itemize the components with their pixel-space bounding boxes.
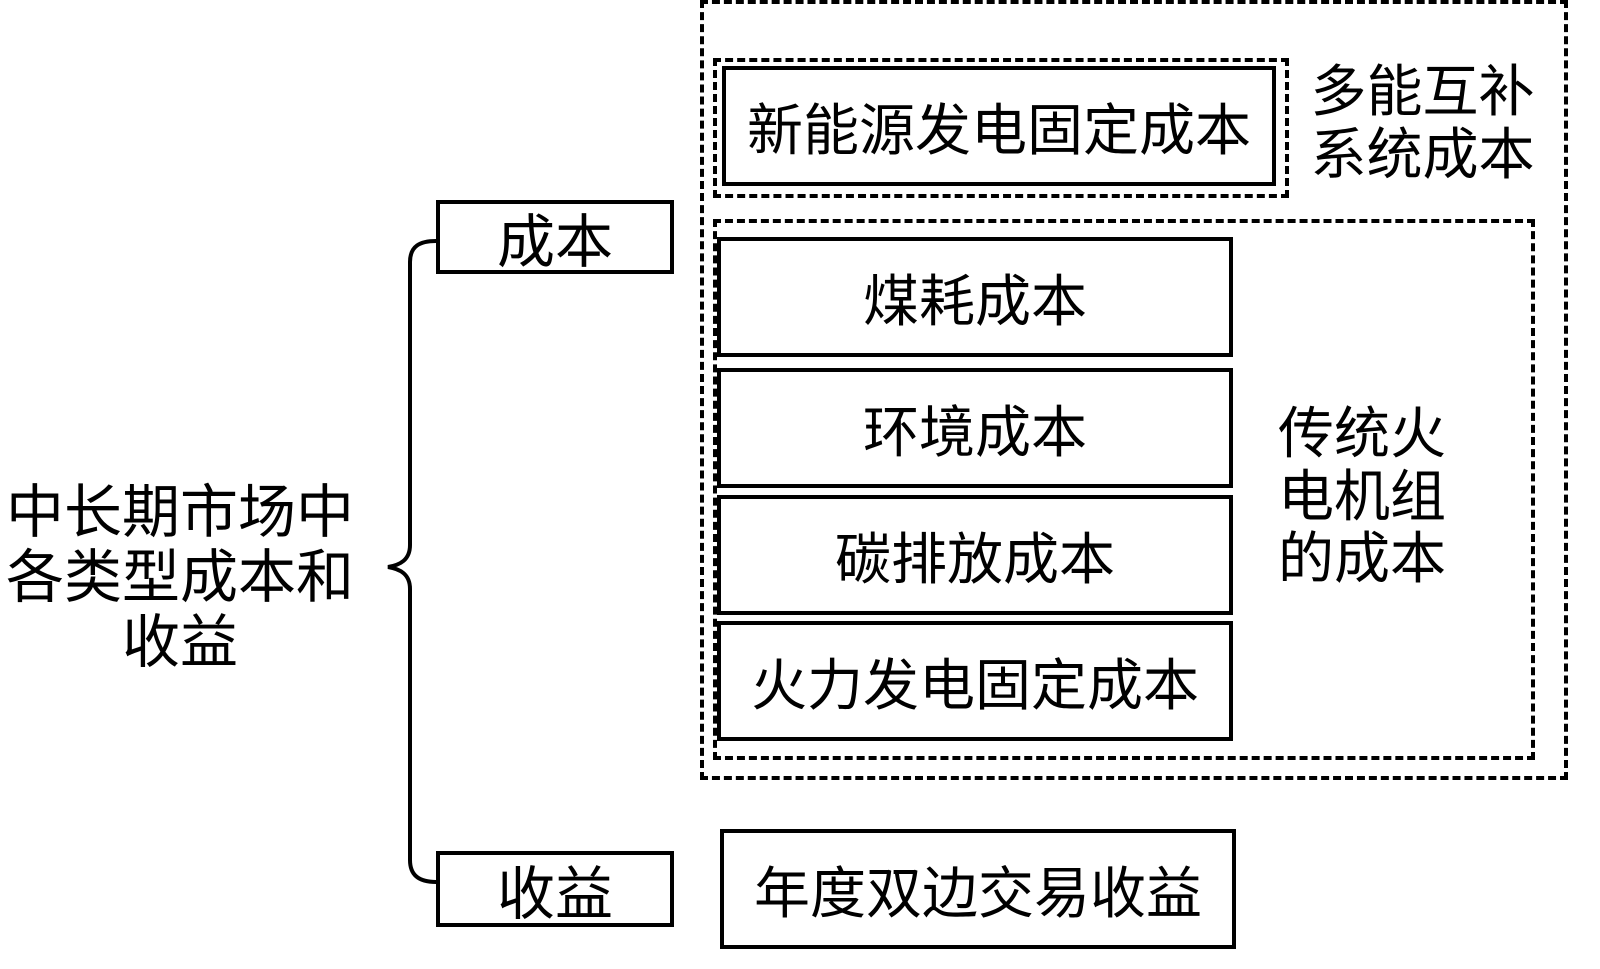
thermal-item-environment: 环境成本 <box>717 368 1233 488</box>
thermal-item-carbon: 碳排放成本 <box>717 495 1233 615</box>
thermal-item-fixed: 火力发电固定成本 <box>717 621 1233 741</box>
revenue-item-label: 年度双边交易收益 <box>754 861 1202 927</box>
thermal-label-line: 电机组 <box>1278 464 1446 530</box>
cost-node-label: 成本 <box>496 208 613 276</box>
multi-energy-item-label: 新能源发电固定成本 <box>747 98 1251 164</box>
thermal-item-coal: 煤耗成本 <box>717 237 1233 357</box>
thermal-item-label: 环境成本 <box>863 400 1087 466</box>
thermal-group <box>713 219 1535 760</box>
cost-node: 成本 <box>436 200 674 276</box>
cost-group-outer <box>700 0 1568 780</box>
thermal-item-label: 煤耗成本 <box>863 269 1087 335</box>
multi-energy-item: 新能源发电固定成本 <box>722 66 1276 186</box>
thermal-label-line: 的成本 <box>1278 527 1446 593</box>
root-label: 中长期市场中 各类型成本和 收益 <box>0 480 360 675</box>
multi-energy-label-line: 多能互补 <box>1310 60 1535 125</box>
thermal-item-label: 碳排放成本 <box>835 527 1115 593</box>
thermal-label: 传统火 电机组 的成本 <box>1262 402 1462 593</box>
thermal-item-label: 火力发电固定成本 <box>751 653 1199 719</box>
revenue-item: 年度双边交易收益 <box>720 829 1236 949</box>
revenue-node: 收益 <box>436 851 674 928</box>
revenue-node-label: 收益 <box>496 860 613 928</box>
multi-energy-label: 多能互补 系统成本 <box>1300 60 1545 188</box>
thermal-label-line: 传统火 <box>1278 402 1446 467</box>
root-label-line: 各类型成本和 <box>5 542 354 611</box>
root-label-line: 中长期市场中 <box>5 478 354 546</box>
multi-energy-label-line: 系统成本 <box>1310 122 1535 188</box>
multi-energy-group <box>713 58 1289 198</box>
root-label-line: 收益 <box>121 607 238 676</box>
